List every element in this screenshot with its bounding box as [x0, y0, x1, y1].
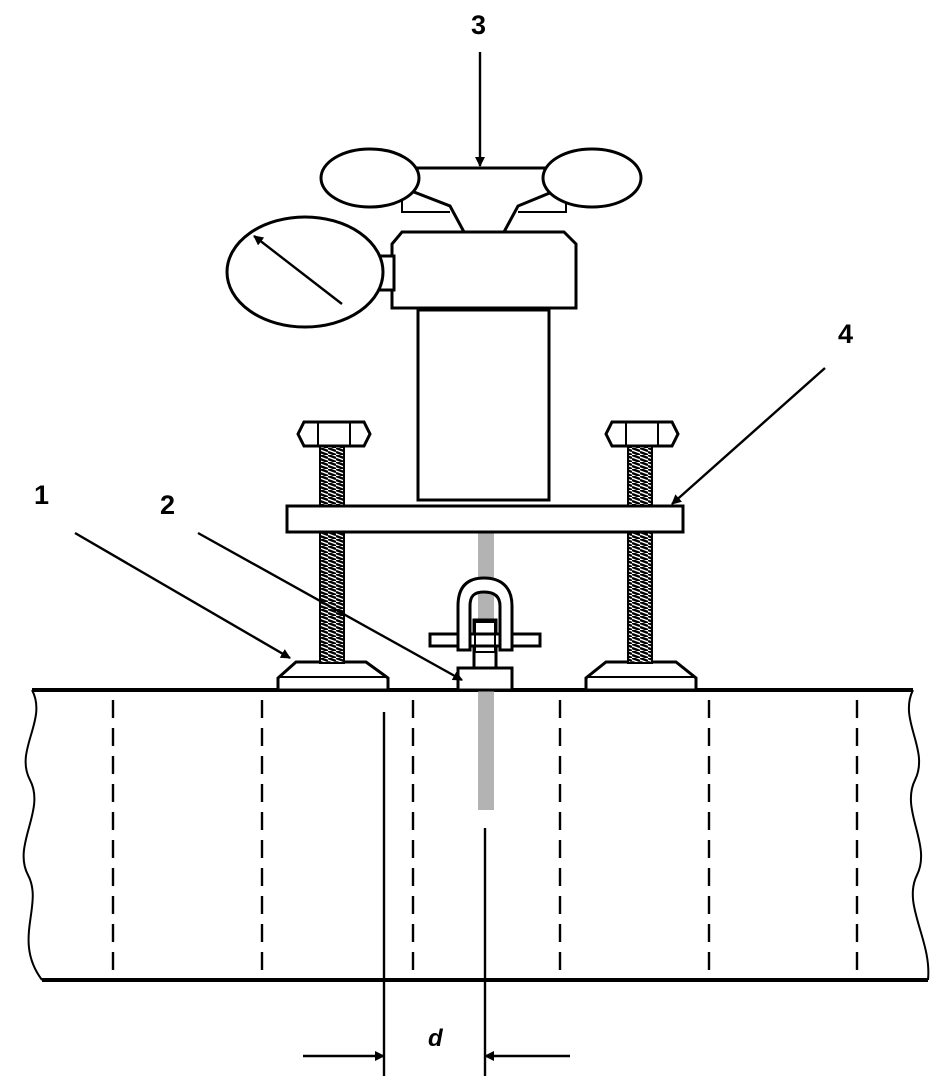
- right-threaded-rod: [627, 444, 653, 664]
- handwheel: [319, 147, 643, 234]
- right-hex-nut: [604, 420, 680, 448]
- callout-4-label: 4: [838, 319, 853, 349]
- pressure-gauge: [225, 215, 385, 329]
- cross-plate: [285, 504, 685, 534]
- gauge-needle: [253, 235, 343, 305]
- substrate: [22, 688, 930, 982]
- handwheel-left-knob: [319, 147, 421, 209]
- central-cylinder: [416, 308, 551, 502]
- gauge-dial: [225, 215, 385, 329]
- left-hex-nut: [296, 420, 372, 448]
- handwheel-right-knob: [541, 147, 643, 209]
- left-support: [276, 420, 390, 692]
- substrate-left-break: [22, 689, 43, 981]
- callout-1-label: 1: [34, 480, 49, 510]
- callout-2-label: 2: [160, 490, 175, 520]
- coupling-clevis: [456, 576, 514, 652]
- dolly-base: [456, 666, 514, 692]
- callout-2-leader: [197, 531, 463, 682]
- callout-4-leader: [671, 367, 826, 505]
- tester-head: [390, 230, 578, 310]
- substrate-dashed-lines: [111, 700, 859, 975]
- left-threaded-rod: [319, 444, 345, 664]
- dimension-d-label: d: [428, 1025, 444, 1052]
- callout-3-label: 3: [471, 10, 486, 40]
- callout-1-leader: [74, 531, 291, 660]
- substrate-right-break: [907, 689, 930, 981]
- coupling-pin: [428, 632, 542, 648]
- dimension-d: d: [303, 712, 570, 1076]
- handwheel-yoke: [408, 166, 558, 234]
- right-support: [584, 420, 698, 692]
